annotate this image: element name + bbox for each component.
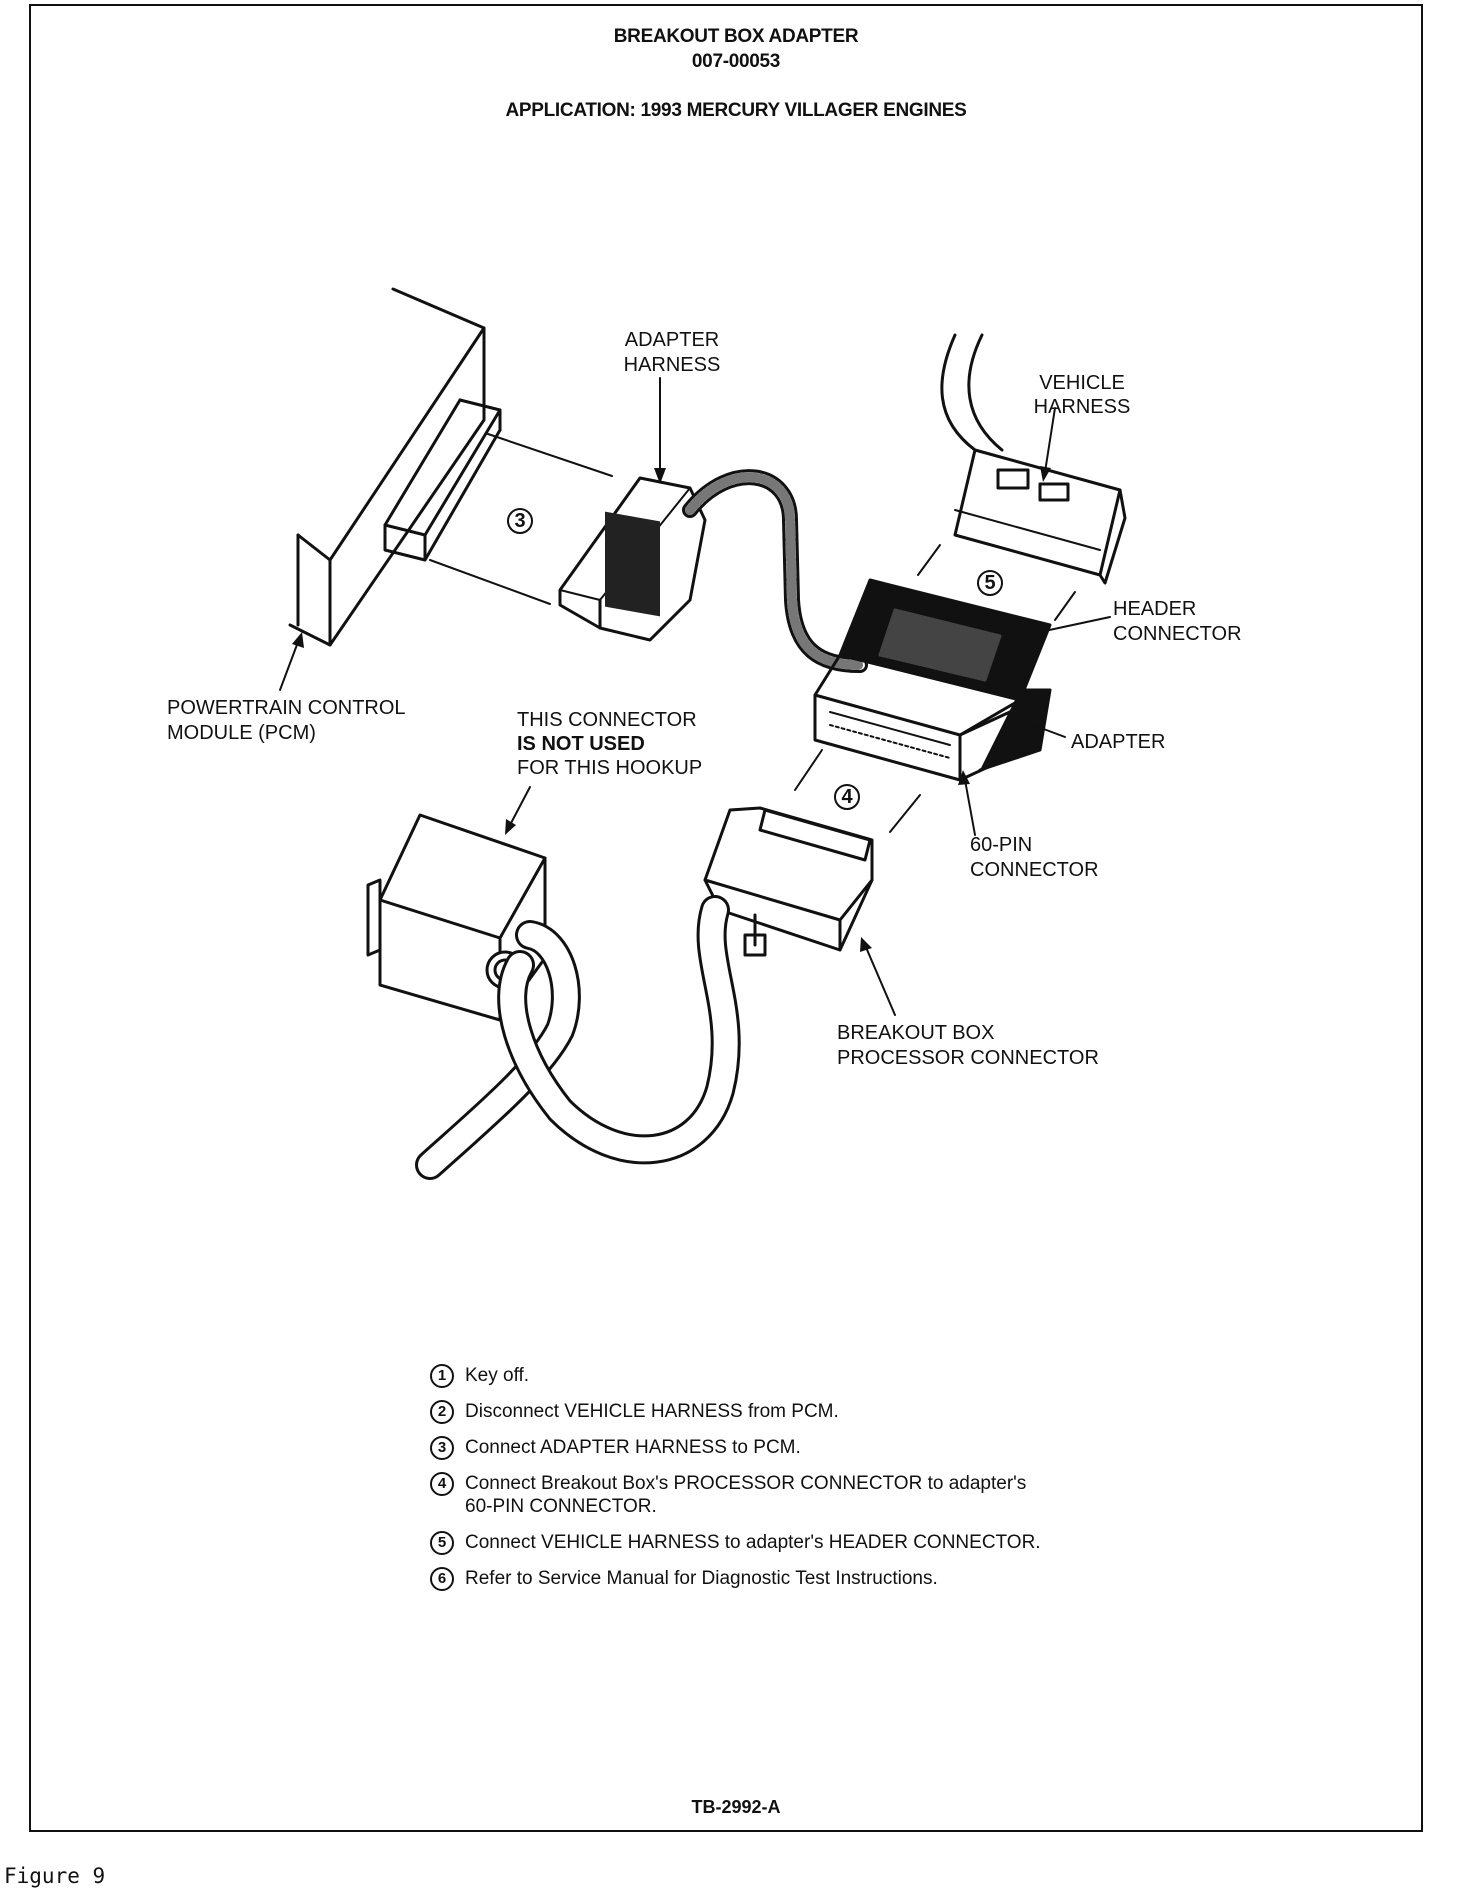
label-60-pin-connector: 60-PIN CONNECTOR <box>970 834 1099 881</box>
callout-step-3: 3 <box>507 508 533 534</box>
step-text: Connect ADAPTER HARNESS to PCM. <box>465 1437 801 1458</box>
svg-text:THIS CONNECTOR: THIS CONNECTOR <box>517 709 697 731</box>
svg-text:3: 3 <box>514 510 525 532</box>
figure-caption: Figure 9 <box>4 1864 106 1888</box>
step-text: Refer to Service Manual for Diagnostic T… <box>465 1568 938 1589</box>
step-number: 1 <box>430 1364 454 1388</box>
svg-text:HARNESS: HARNESS <box>1034 396 1131 418</box>
svg-text:MODULE (PCM): MODULE (PCM) <box>167 722 316 744</box>
step-number: 4 <box>430 1472 454 1496</box>
step-text: Connect Breakout Box's PROCESSOR CONNECT… <box>465 1473 1027 1517</box>
label-vehicle-harness: VEHICLE HARNESS <box>1034 372 1131 418</box>
svg-text:60-PIN: 60-PIN <box>970 834 1032 856</box>
svg-text:ADAPTER: ADAPTER <box>625 329 719 351</box>
step-item: 4 Connect Breakout Box's PROCESSOR CONNE… <box>430 1472 1050 1518</box>
svg-text:HEADER: HEADER <box>1113 598 1196 620</box>
label-header-connector: HEADER CONNECTOR <box>1113 598 1242 645</box>
svg-text:CONNECTOR: CONNECTOR <box>970 859 1099 881</box>
svg-text:IS NOT USED: IS NOT USED <box>517 733 645 755</box>
label-adapter-harness: ADAPTER HARNESS <box>624 329 721 376</box>
header-adapter-drawing <box>813 578 1052 782</box>
svg-text:ADAPTER: ADAPTER <box>1071 731 1165 753</box>
step-item: 2 Disconnect VEHICLE HARNESS from PCM. <box>430 1400 1050 1424</box>
step-item: 5 Connect VEHICLE HARNESS to adapter's H… <box>430 1531 1050 1555</box>
label-pcm: POWERTRAIN CONTROL MODULE (PCM) <box>167 697 406 744</box>
page-title: BREAKOUT BOX ADAPTER <box>613 26 859 47</box>
step-item: 1 Key off. <box>430 1364 1050 1388</box>
svg-text:CONNECTOR: CONNECTOR <box>1113 623 1242 645</box>
svg-text:POWERTRAIN CONTROL: POWERTRAIN CONTROL <box>167 697 406 719</box>
step-item: 3 Connect ADAPTER HARNESS to PCM. <box>430 1436 1050 1460</box>
svg-text:5: 5 <box>984 572 995 594</box>
svg-text:PROCESSOR CONNECTOR: PROCESSOR CONNECTOR <box>837 1047 1099 1069</box>
adapter-harness-plug <box>558 476 707 642</box>
svg-text:HARNESS: HARNESS <box>624 354 721 376</box>
step-number: 6 <box>430 1567 454 1591</box>
processor-connector-drawing <box>703 806 874 957</box>
step-number: 2 <box>430 1400 454 1424</box>
step-text: Disconnect VEHICLE HARNESS from PCM. <box>465 1401 839 1422</box>
svg-text:FOR THIS HOOKUP: FOR THIS HOOKUP <box>517 757 702 779</box>
svg-text:VEHICLE: VEHICLE <box>1039 372 1125 394</box>
step-item: 6 Refer to Service Manual for Diagnostic… <box>430 1567 1050 1591</box>
callout-step-4: 4 <box>834 784 860 810</box>
drawing-id: TB-2992-A <box>691 1797 781 1817</box>
step-text: Key off. <box>465 1365 530 1386</box>
part-number: 007-00053 <box>691 51 781 72</box>
label-breakout-box-processor: BREAKOUT BOX PROCESSOR CONNECTOR <box>837 1022 1099 1069</box>
label-connector-not-used: THIS CONNECTOR IS NOT USED FOR THIS HOOK… <box>517 709 702 779</box>
svg-text:BREAKOUT BOX: BREAKOUT BOX <box>837 1022 994 1044</box>
application-line: APPLICATION: 1993 MERCURY VILLAGER ENGIN… <box>505 100 967 121</box>
callout-step-5: 5 <box>977 570 1003 596</box>
step-number: 3 <box>430 1436 454 1460</box>
step-number: 5 <box>430 1531 454 1555</box>
step-text: Connect VEHICLE HARNESS to adapter's HEA… <box>465 1532 1041 1553</box>
label-adapter: ADAPTER <box>1071 731 1165 753</box>
vehicle-harness-connector <box>953 448 1127 585</box>
instruction-steps: 1 Key off. 2 Disconnect VEHICLE HARNESS … <box>430 1364 1050 1603</box>
page-border <box>29 4 1423 1832</box>
svg-text:4: 4 <box>841 786 853 808</box>
pcm-module-drawing <box>288 287 502 647</box>
